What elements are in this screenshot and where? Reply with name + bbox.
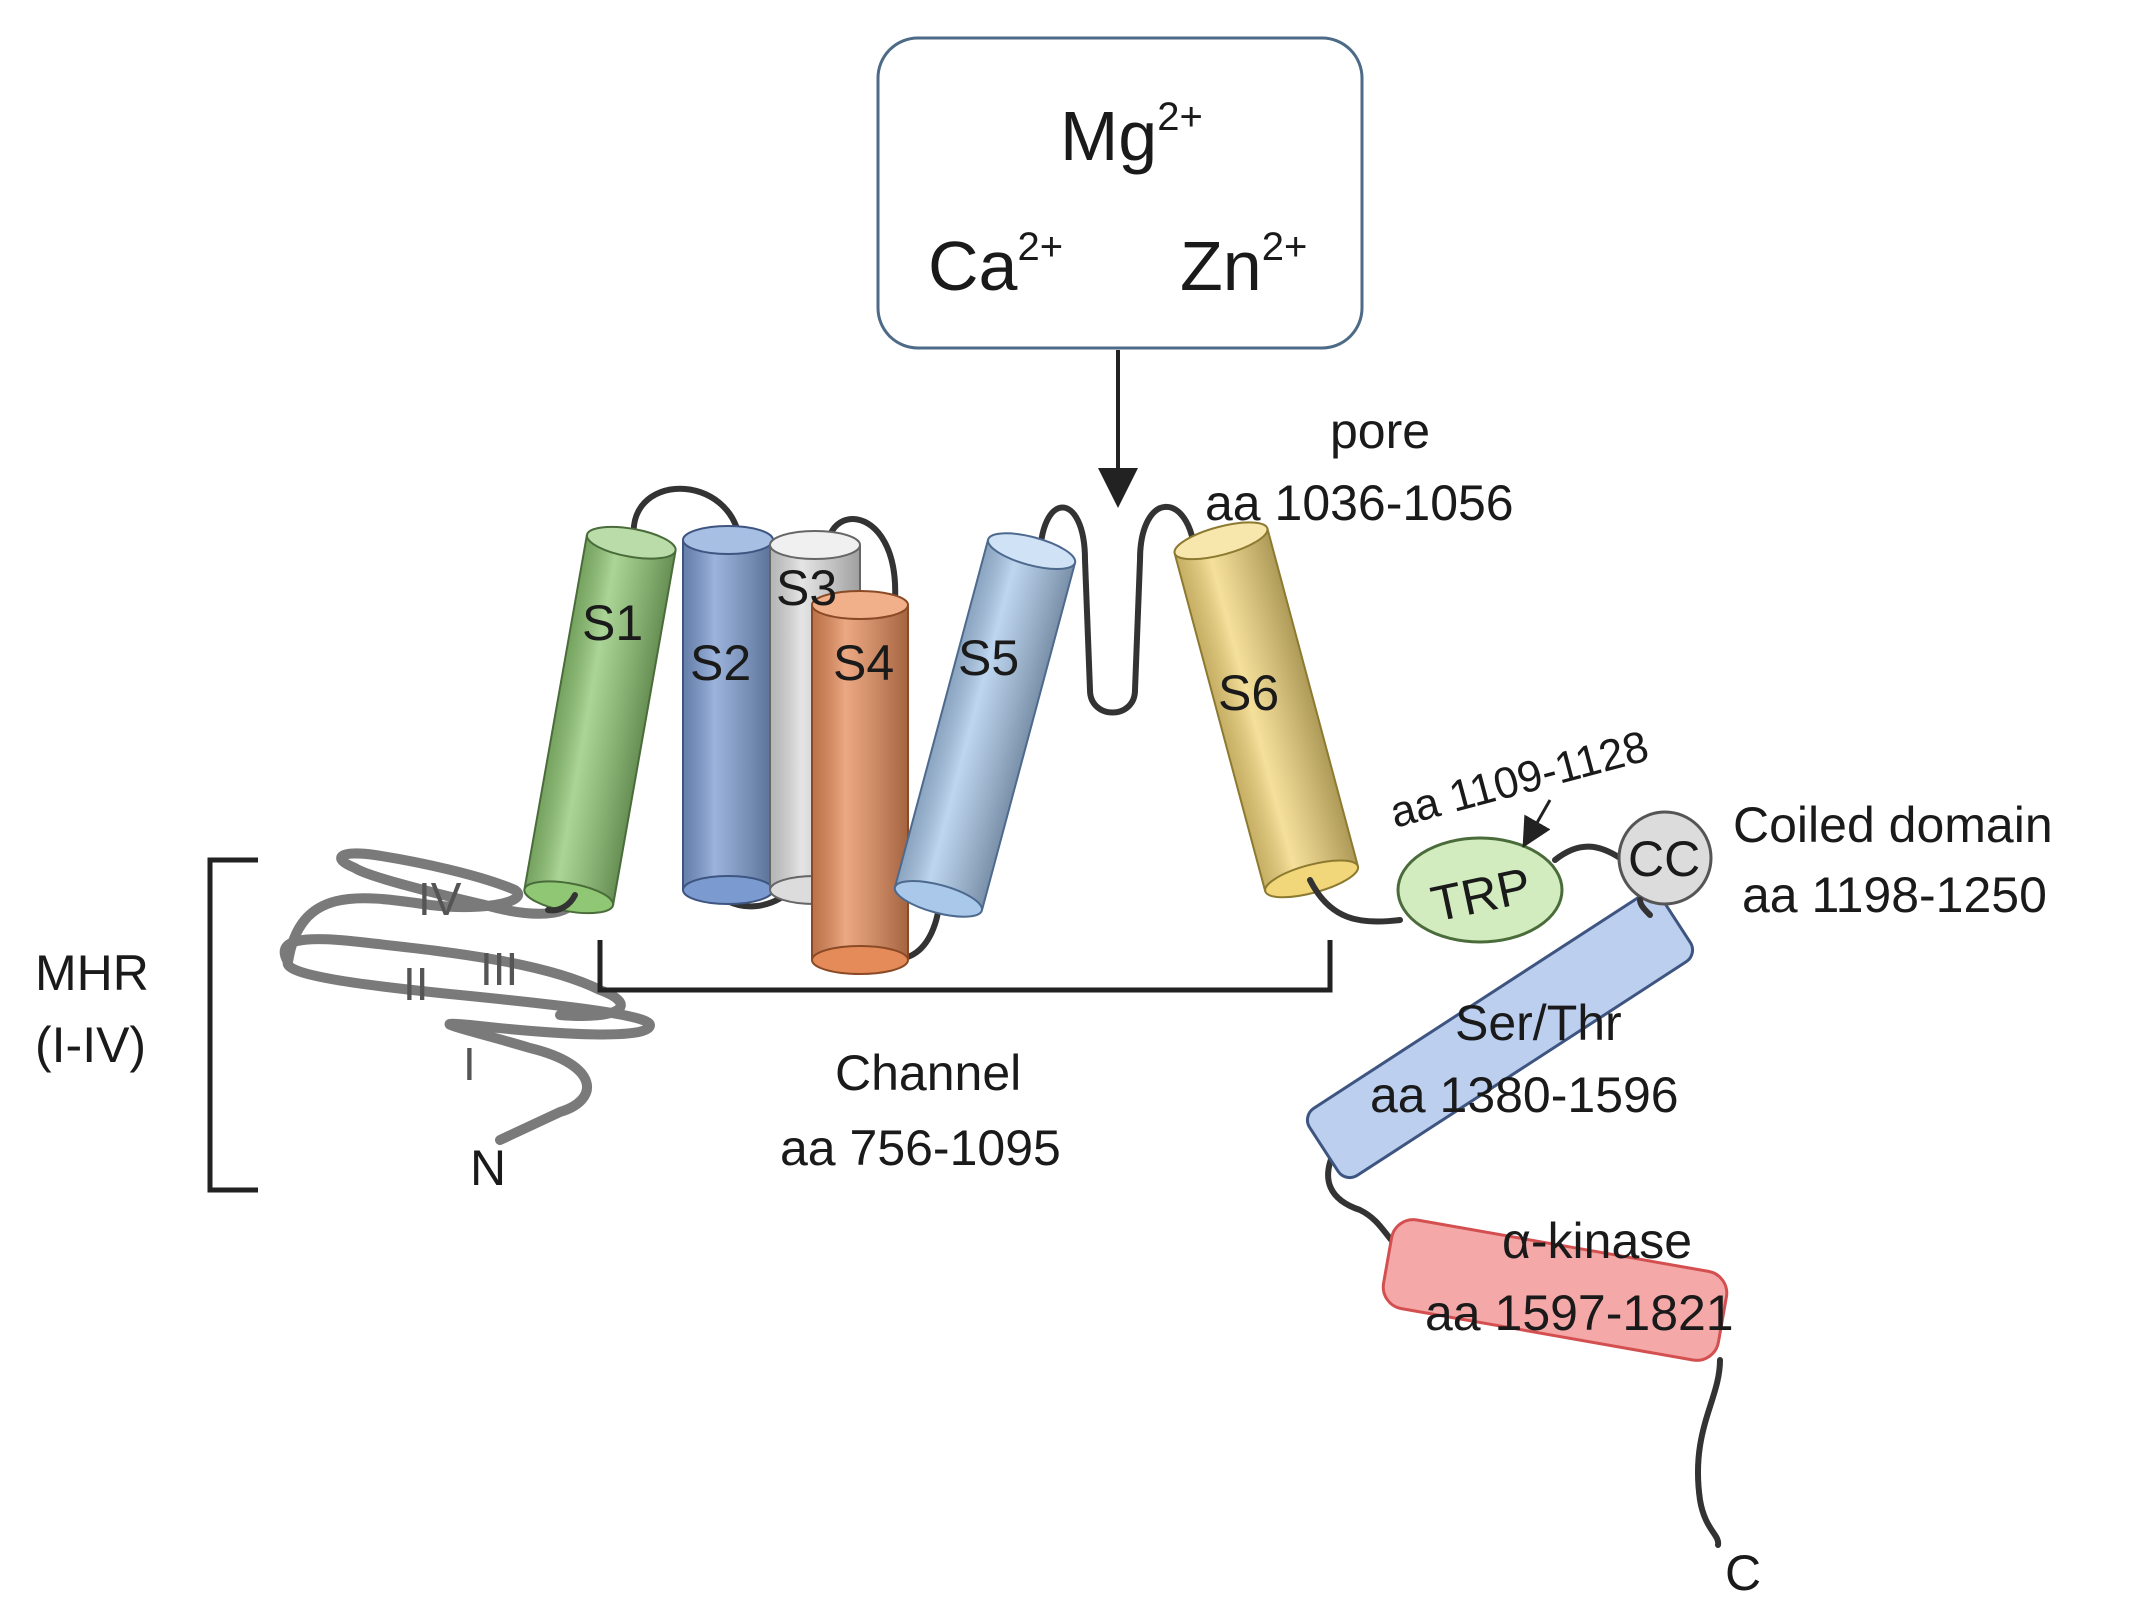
loop-s1-s2 (630, 485, 743, 548)
kinase-range: aa 1597-1821 (1425, 1285, 1734, 1341)
mhr-bracket (207, 857, 258, 1193)
channel-label: Channel (835, 1045, 1021, 1101)
loop-s1-mhr (545, 892, 578, 914)
helix-s4 (811, 590, 909, 975)
helix-s4-label: S4 (833, 635, 894, 691)
pore-range: aa 1036-1056 (1205, 475, 1514, 531)
mhr-label-iv: IV (418, 873, 462, 925)
cc-domain (1617, 810, 1713, 906)
serthr-body (1305, 890, 1695, 1180)
helix-s1-label: S1 (582, 595, 643, 651)
helix-s3-label: S3 (776, 560, 837, 616)
ion-zn: Zn2+ (1180, 225, 1307, 305)
ion-ca: Ca2+ (928, 225, 1063, 305)
kinase-label: α-kinase (1502, 1213, 1692, 1269)
coiled-label: Coiled domain (1733, 797, 2053, 853)
serthr-range: aa 1380-1596 (1370, 1067, 1679, 1123)
trp-range: aa 1109-1128 (1385, 722, 1654, 838)
channel-range: aa 756-1095 (780, 1120, 1061, 1176)
helix-s2 (682, 525, 774, 905)
c-terminus: C (1725, 1545, 1761, 1601)
linker-s6-trp (1307, 877, 1403, 925)
linker-kinase-c (1694, 1357, 1723, 1548)
mhr-label-ii: II (403, 958, 429, 1010)
mhr-label: MHR (35, 945, 149, 1001)
ion-mg: Mg2+ (1060, 95, 1203, 175)
serthr-domain (1305, 890, 1695, 1180)
trp-arrow (1522, 799, 1552, 849)
trp-domain (1396, 836, 1564, 944)
linker-trp-cc (1552, 843, 1623, 863)
linker-serthr-kinase (1325, 1147, 1403, 1253)
mhr-coil-inner (279, 934, 626, 1021)
helix-s5-label: S5 (958, 630, 1019, 686)
mhr-label-i: I (463, 1038, 476, 1090)
mhr-sublabel: (I-IV) (35, 1017, 146, 1073)
mhr-label-iii: III (480, 943, 518, 995)
helix-s6 (1173, 521, 1360, 899)
kinase-body (1381, 1218, 1729, 1362)
channel-bracket (597, 940, 1333, 993)
serthr-label: Ser/Thr (1455, 995, 1622, 1051)
helix-s1 (523, 525, 677, 915)
coiled-range: aa 1198-1250 (1742, 867, 2047, 923)
mhr-domain: IV III II I (279, 848, 655, 1145)
kinase-domain (1381, 1218, 1729, 1362)
pore-loop (1037, 503, 1198, 716)
linker-cc-serthr (1637, 897, 1653, 918)
ion-box: Mg2+ Ca2+ Zn2+ (876, 36, 1364, 350)
helix-s5 (893, 532, 1077, 918)
cc-badge: CC (1628, 831, 1700, 887)
pore-label: pore (1330, 403, 1430, 459)
helix-s2-label: S2 (690, 635, 751, 691)
n-terminus: N (470, 1140, 506, 1196)
helix-s6-label: S6 (1218, 665, 1279, 721)
